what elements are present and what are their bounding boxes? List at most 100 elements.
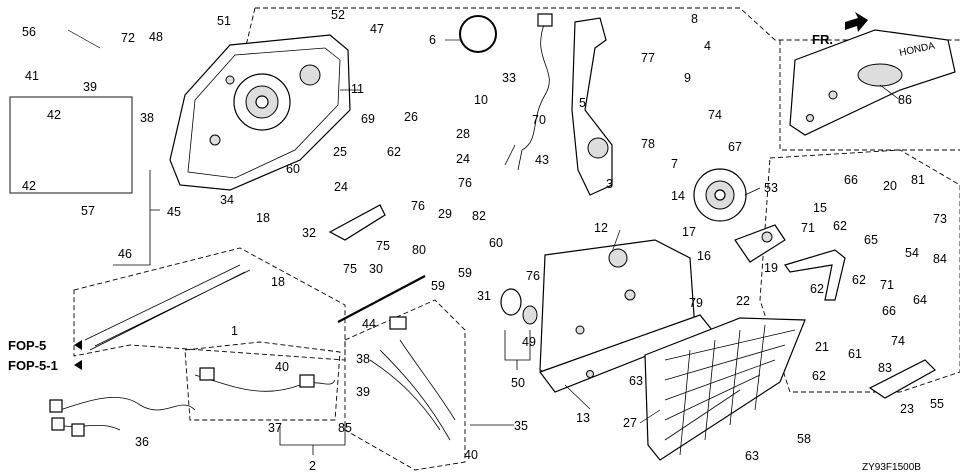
- coil-wire-43: [504, 13, 553, 171]
- callout-2: 2: [309, 459, 316, 473]
- callout-45: 45: [167, 205, 181, 219]
- callout-75b: 75: [343, 262, 357, 276]
- callout-1: 1: [231, 324, 238, 338]
- gear-14: [693, 168, 747, 222]
- callout-47: 47: [370, 22, 384, 36]
- callout-50: 50: [511, 376, 525, 390]
- callout-82: 82: [472, 209, 486, 223]
- callout-69: 69: [361, 112, 375, 126]
- callout-81: 81: [911, 173, 925, 187]
- callout-62a: 62: [387, 145, 401, 159]
- callout-42a: 42: [47, 108, 61, 122]
- callout-28: 28: [456, 127, 470, 141]
- callout-51: 51: [217, 14, 231, 28]
- callout-75a: 75: [376, 239, 390, 253]
- callout-54: 54: [905, 246, 919, 260]
- callout-16: 16: [697, 249, 711, 263]
- callout-53: 53: [764, 181, 778, 195]
- callout-18a: 18: [256, 211, 270, 225]
- spool-31: [500, 288, 538, 325]
- callout-86: 86: [898, 93, 912, 107]
- callout-11: 11: [351, 82, 364, 96]
- callout-56: 56: [22, 25, 36, 39]
- ref-fop-5-1: FOP-5-1: [8, 358, 58, 373]
- callout-83: 83: [878, 361, 892, 375]
- callout-20: 20: [883, 179, 897, 193]
- callout-10: 10: [474, 93, 488, 107]
- callout-59b: 59: [458, 266, 472, 280]
- callout-33: 33: [502, 71, 516, 85]
- callout-79: 79: [689, 296, 703, 310]
- callout-62c: 62: [810, 282, 824, 296]
- callout-14: 14: [671, 189, 685, 203]
- callout-40b: 40: [464, 448, 478, 462]
- callout-62d: 62: [852, 273, 866, 287]
- ref-fop-5: FOP-5: [8, 338, 46, 353]
- callout-65: 65: [864, 233, 878, 247]
- callout-27: 27: [623, 416, 637, 430]
- diagram-code: ZY93F1500B: [862, 462, 921, 473]
- callout-42b: 42: [22, 179, 36, 193]
- callout-76c: 76: [526, 269, 540, 283]
- callout-43: 43: [535, 153, 549, 167]
- cable-pair: [84, 264, 251, 351]
- callout-9: 9: [684, 71, 691, 85]
- callout-63b: 63: [745, 449, 759, 463]
- callout-38a: 38: [140, 111, 154, 125]
- callout-80: 80: [412, 243, 426, 257]
- callout-66b: 66: [882, 304, 896, 318]
- wire-37: [194, 367, 336, 392]
- callout-60a: 60: [286, 162, 300, 176]
- callout-46: 46: [118, 247, 132, 261]
- callout-70: 70: [532, 113, 546, 127]
- callout-60b: 60: [489, 236, 503, 250]
- bracket-16: [734, 224, 786, 263]
- panel-group-boundary: [759, 149, 960, 393]
- callout-21: 21: [815, 340, 829, 354]
- callout-29: 29: [438, 207, 452, 221]
- callout-18b: 18: [271, 275, 285, 289]
- callout-77: 77: [641, 51, 655, 65]
- callout-19: 19: [764, 261, 778, 275]
- callout-36: 36: [135, 435, 149, 449]
- callout-22: 22: [736, 294, 750, 308]
- callout-49: 49: [522, 335, 536, 349]
- callout-52: 52: [331, 8, 345, 22]
- lever-19: [784, 249, 846, 301]
- callout-26: 26: [404, 110, 418, 124]
- callout-8: 8: [691, 12, 698, 26]
- callout-24a: 24: [334, 180, 348, 194]
- callout-66a: 66: [844, 173, 858, 187]
- bracket-45: [113, 170, 160, 266]
- callout-39b: 39: [356, 385, 370, 399]
- callout-72: 72: [121, 31, 135, 45]
- callout-38b: 38: [356, 352, 370, 366]
- callout-71a: 71: [801, 221, 815, 235]
- callout-12: 12: [594, 221, 608, 235]
- callout-76b: 76: [411, 199, 425, 213]
- callout-37: 37: [268, 421, 282, 435]
- callout-25: 25: [333, 145, 347, 159]
- front-direction-arrow: [845, 12, 868, 32]
- callout-39a: 39: [83, 80, 97, 94]
- bracket-32: [328, 204, 386, 241]
- wire-group-boundary: [184, 341, 341, 421]
- callout-13: 13: [576, 411, 590, 425]
- fop-arrows: [74, 340, 82, 370]
- callout-71b: 71: [880, 278, 894, 292]
- callout-67: 67: [728, 140, 742, 154]
- callout-6: 6: [429, 33, 436, 47]
- brace-23: [868, 359, 936, 399]
- grid-cover-27: [644, 317, 806, 461]
- callout-24b: 24: [456, 152, 470, 166]
- harness-36: [49, 397, 196, 437]
- callout-3: 3: [606, 177, 613, 191]
- lever-3: [571, 17, 613, 196]
- callout-23: 23: [900, 402, 914, 416]
- callout-74a: 74: [708, 108, 722, 122]
- callout-84: 84: [933, 252, 947, 266]
- callout-40a: 40: [275, 360, 289, 374]
- harness-35: [369, 339, 456, 441]
